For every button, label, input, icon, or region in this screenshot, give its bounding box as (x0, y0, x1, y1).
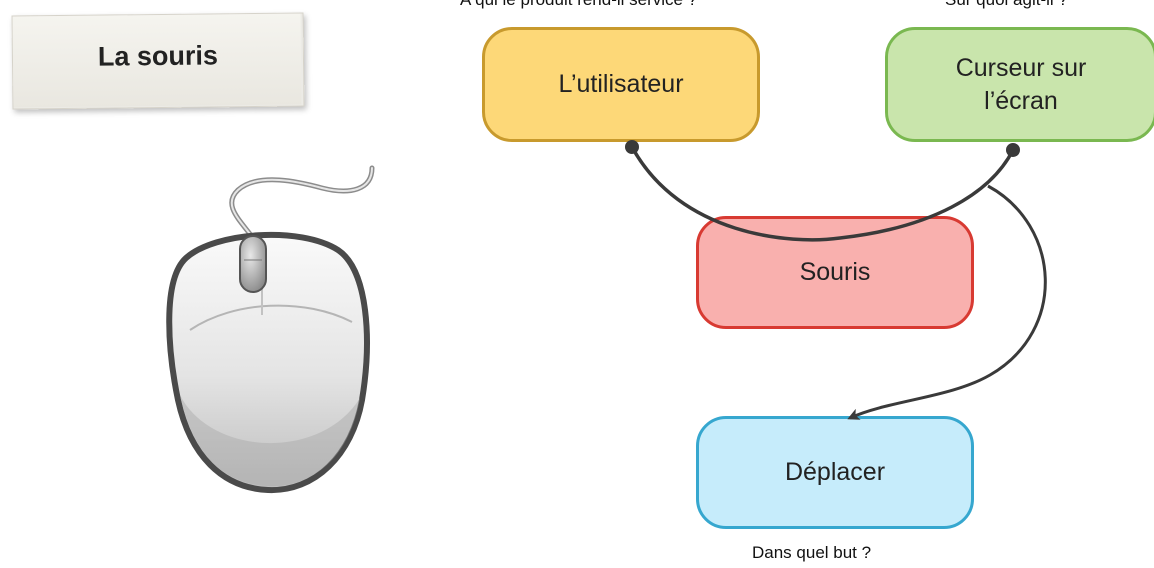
box-purpose-label: Déplacer (784, 458, 886, 487)
connector-dot-user (625, 140, 639, 154)
mouse-body (166, 231, 370, 494)
box-cursor-label: Curseur sur l’écran (955, 54, 1087, 115)
connector-dot-cursor (1006, 143, 1020, 157)
box-user: L’utilisateur (482, 27, 760, 142)
bete-a-cornes-arc (630, 146, 1015, 242)
box-product: Souris (696, 216, 974, 329)
scroll-wheel-icon (239, 235, 267, 293)
box-product-label: Souris (799, 258, 871, 287)
box-user-label: L’utilisateur (558, 70, 684, 99)
question-who: A qui le produit rend-il service ? (460, 0, 697, 10)
purpose-arrow (847, 184, 1047, 420)
question-acts-on: Sur quoi agit-il ? (945, 0, 1068, 10)
question-purpose: Dans quel but ? (752, 543, 872, 562)
box-purpose: Déplacer (696, 416, 974, 529)
box-cursor: Curseur sur l’écran (885, 27, 1154, 142)
